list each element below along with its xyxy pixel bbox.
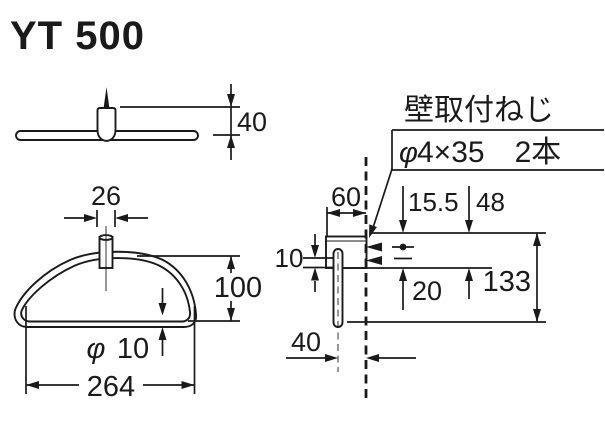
screw-arrow-lower (366, 256, 382, 265)
top-view-mount-post (96, 107, 117, 142)
dim-wall-offset-40: 40 (286, 327, 416, 362)
arrowhead-down (227, 94, 235, 107)
arrowhead-down (533, 309, 541, 322)
arrowhead-left (26, 381, 39, 389)
arrowhead-right (325, 354, 338, 362)
arrowhead-up (465, 268, 473, 281)
leader-arrowhead (369, 224, 377, 238)
dim-height-100: 100 (137, 255, 262, 322)
dim-tube-dia-10: φ 10 (87, 288, 167, 365)
arrowhead-right (84, 214, 97, 222)
dia-symbol: φ (87, 333, 106, 365)
dim-projection-label: 60 (331, 182, 361, 212)
arrowhead-left (327, 209, 340, 217)
dim-width-264: 264 (25, 306, 196, 403)
dim-wall-offset-label: 40 (291, 327, 321, 357)
arrowhead-up (227, 256, 235, 269)
dim-post-width-26: 26 (64, 181, 148, 227)
dim-screw-pitch-label: 20 (412, 276, 442, 306)
dim-rod-dia-10: 10 (275, 234, 334, 292)
dim-total-height-133: 133 (483, 233, 541, 322)
arrowhead-down (399, 220, 407, 233)
screw-note-title: 壁取付ねじ (404, 94, 554, 127)
dim-screw-top-15-5: 15.5 (399, 186, 459, 233)
arrowhead-up (227, 135, 235, 148)
arrowhead-down (227, 308, 235, 321)
arrowhead-right (181, 381, 195, 389)
top-view: 40 (15, 84, 267, 160)
arrowhead-up (533, 233, 541, 246)
dim-total-height-label: 133 (483, 266, 531, 298)
dim-height-label: 100 (214, 272, 262, 304)
arrowhead-up (311, 267, 319, 281)
dim-projection-60: 60 (326, 182, 366, 236)
screw-spec-label: 4×35 2本 (417, 136, 561, 169)
arrowhead-down (158, 303, 167, 316)
dim-rod-dia-label: 10 (275, 243, 304, 273)
dim-post-width-label: 26 (91, 181, 121, 211)
dim-screw-pitch-20: 20 (399, 268, 442, 310)
dim-depth-40: 40 (120, 84, 267, 160)
arrowhead-left (366, 354, 379, 362)
dim-depth-label: 40 (237, 107, 267, 137)
dim-screw-top-label: 15.5 (408, 187, 459, 217)
arrowhead-left (115, 214, 128, 222)
screw-arrow-upper (366, 242, 382, 252)
dim-tube-dia-label: 10 (117, 333, 149, 365)
arrowhead-down (311, 245, 319, 258)
screw-dia-symbol: φ (399, 137, 418, 169)
arrowhead-up (399, 268, 407, 281)
page-title: YT 500 (10, 14, 145, 58)
dim-upper-48: 48 (465, 186, 505, 299)
top-view-pin (103, 87, 110, 108)
side-view: 10 60 壁取付ねじ φ 4×35 2本 (275, 94, 604, 399)
arrowhead-down (465, 220, 473, 233)
screw-note: 壁取付ねじ φ 4×35 2本 (369, 94, 604, 238)
dim-upper-label: 48 (476, 187, 505, 217)
dim-width-label: 264 (87, 371, 135, 403)
arrowhead-up (158, 327, 167, 340)
leader-line (370, 168, 393, 235)
arrowhead-right (353, 209, 366, 217)
front-view: 26 100 φ 10 (13, 181, 262, 403)
